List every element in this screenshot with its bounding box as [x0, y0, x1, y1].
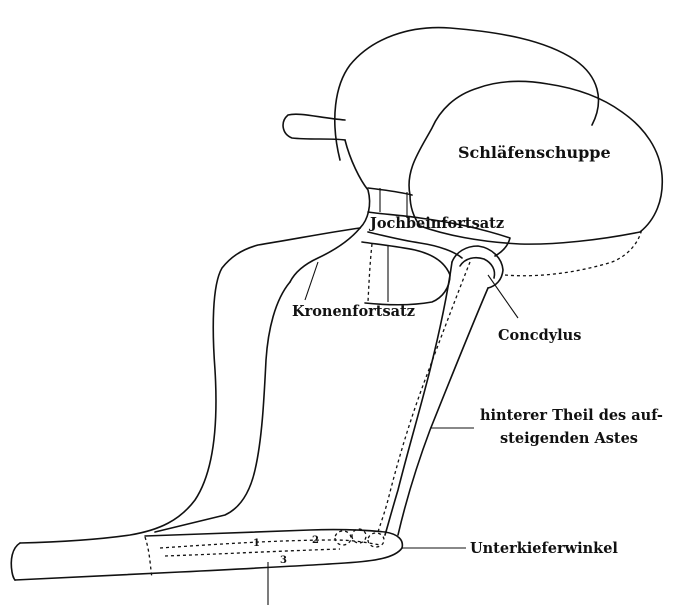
ramus-front-outline: [20, 228, 360, 543]
zygomatic-top-edge: [368, 188, 412, 195]
coronoid-process-outline: [290, 228, 360, 282]
mandible-dashed-line-2: [160, 540, 380, 548]
label-unterkieferwinkel: Unterkieferwinkel: [470, 540, 618, 557]
coronoid-dashed-edge: [368, 244, 372, 302]
skull-left-edge: [345, 140, 370, 228]
label-mark-3: 3: [280, 555, 287, 566]
label-schlaefenschuppe: Schläfenschuppe: [458, 143, 611, 162]
condyle-outline: [452, 246, 503, 288]
mandible-front-tip: [11, 543, 20, 580]
leader-condylus: [488, 275, 518, 318]
label-hinterer-line2: steigenden Astes: [500, 430, 638, 447]
posterior-ramus-right: [398, 288, 488, 535]
mandible-body-bottom: [15, 548, 402, 580]
label-condylus: Concdylus: [498, 327, 581, 344]
leader-kronenfortsatz: [305, 262, 318, 300]
ramus-inner-outline: [155, 282, 290, 532]
label-mark-1: 1: [253, 538, 260, 549]
label-mark-2: 2: [312, 535, 319, 546]
label-jochbeinfortsatz: Jochbeinfortsatz: [368, 215, 504, 232]
label-hinterer-line1: hinterer Theil des auf-: [480, 407, 663, 424]
mandible-body-top: [145, 530, 402, 548]
skull-upper-outline: [335, 28, 599, 160]
mandible-dashed-line-1: [145, 537, 152, 578]
coronoid-inner-block: [362, 242, 450, 305]
mandible-dashed-line-3: [165, 549, 340, 556]
label-kronenfortsatz: Kronenfortsatz: [292, 303, 415, 320]
